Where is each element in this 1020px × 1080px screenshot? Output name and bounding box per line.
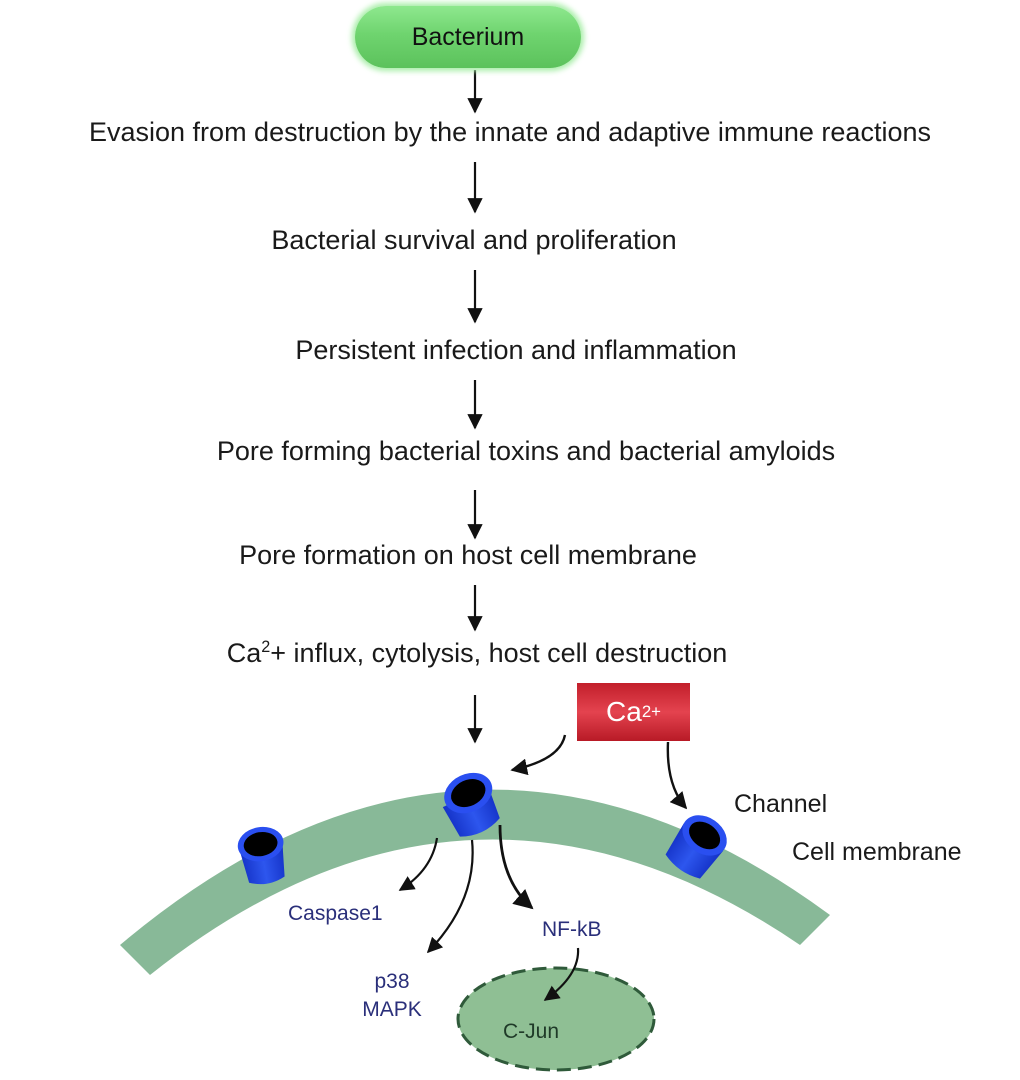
cell-membrane [120,789,830,975]
step-evasion: Evasion from destruction by the innate a… [89,117,931,147]
arrow-to-caspase1 [398,837,439,891]
cjun-label: C-Jun [503,1020,560,1043]
arrow-to-p38 [426,839,474,954]
ca-box-sup: 2+ [641,702,661,721]
nucleus [456,966,656,1072]
step-infection: Persistent infection and inflammation [295,335,737,365]
p38-line2: MAPK [362,998,422,1021]
step-survival: Bacterial survival and proliferation [271,225,677,255]
ca-sup: 2 [261,638,271,656]
ca-arrow-right [666,741,688,810]
bacterium-node: Bacterium [355,6,581,68]
cell-membrane-label: Cell membrane [792,838,962,866]
bacterium-label: Bacterium [411,22,525,51]
p38-mapk-label: p38 MAPK [352,968,432,1024]
step-ca-influx: Ca2+ influx, cytolysis, host cell destru… [0,638,987,669]
arrow-to-cjun [543,947,580,1001]
step-toxins: Pore forming bacterial toxins and bacter… [216,436,836,466]
nfkb-label: NF-kB [542,918,602,941]
channel-center [442,772,500,837]
channel-right [665,815,727,879]
channel-left [237,826,285,885]
step-pore-formation: Pore formation on host cell membrane [239,540,697,570]
caspase1-label: Caspase1 [288,902,383,925]
ca-arrow-left [510,734,567,776]
channel-label: Channel [734,790,828,818]
ca-box-base: Ca [606,696,642,727]
arrow-to-nfkb [498,824,534,910]
p38-line1: p38 [374,970,410,993]
ca-prefix: Ca [226,638,262,668]
ca-suffix: + influx, cytolysis, host cell destructi… [270,638,728,668]
